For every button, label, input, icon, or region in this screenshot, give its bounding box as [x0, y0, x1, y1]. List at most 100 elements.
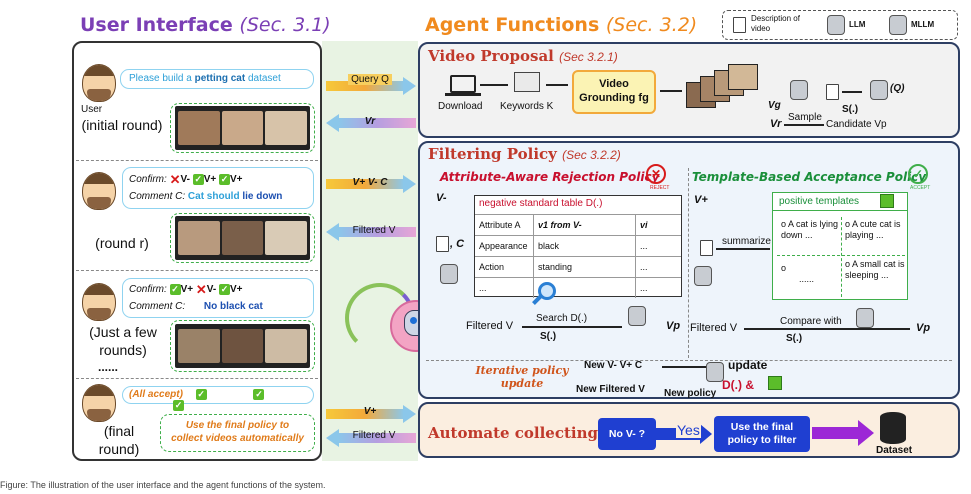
table-header: vi — [635, 215, 681, 235]
vg-label: Vg — [768, 100, 781, 111]
update-label: update — [728, 358, 768, 372]
video-proposal-title: Video Proposal (Sec 3.2.1) — [428, 47, 618, 65]
vr-output-label: Vr — [770, 118, 782, 130]
round-divider — [76, 160, 318, 161]
arrow-line — [842, 91, 862, 93]
new-policy-label: New policy — [664, 388, 717, 399]
round-r-video-strip — [175, 216, 310, 260]
table-cell: ... — [635, 257, 681, 277]
update-divider — [426, 360, 952, 361]
policy-divider — [688, 168, 689, 358]
video-thumb — [178, 221, 220, 255]
templates-icon — [768, 376, 782, 390]
round-r-comment-row: Comment C: Cat should lie down — [129, 188, 307, 205]
figure-caption: Figure: The illustration of the user int… — [0, 480, 326, 490]
middle-strip — [322, 41, 418, 461]
arrow-line — [784, 124, 824, 126]
reject-badge-label: REJECT — [650, 185, 670, 191]
use-final-line1: Use the final — [730, 421, 794, 433]
table-header-row: Attribute A v1 from V- vi — [475, 214, 681, 235]
llm-robot-icon — [440, 264, 458, 284]
table-title: negative standard table D(.) — [479, 198, 603, 209]
comment-label: Comment C: — [129, 191, 186, 203]
template-item: o A cat is lying down ... — [781, 219, 839, 240]
legend-llm-label: LLM — [849, 20, 866, 29]
arrow-line — [546, 84, 568, 86]
final-accept-bubble: (All accept) ✓ ✓ ✓ — [122, 386, 314, 412]
confirm-item: V- — [206, 284, 217, 296]
accept-icon: ✓ — [173, 400, 184, 412]
c-label: , C — [450, 238, 465, 250]
user-avatar — [82, 283, 116, 321]
video-grounding-box: Video Grounding fg — [572, 70, 656, 114]
keywords-icon — [514, 72, 540, 92]
arrow-line — [522, 326, 622, 328]
round-r-label: (round r) — [95, 235, 149, 251]
vminus-label: V- — [436, 192, 447, 204]
video-thumb — [221, 221, 264, 255]
laptop-base — [445, 93, 481, 96]
video-thumb — [221, 329, 264, 363]
reject-badge-icon: ✕ — [646, 164, 666, 184]
accept-icon: ✓ — [195, 389, 207, 400]
acceptance-policy-title: Template-Based Acceptance Policy — [692, 170, 927, 184]
document-icon — [733, 17, 746, 33]
llm-robot-icon — [827, 15, 845, 35]
mllm-robot-icon — [790, 80, 808, 100]
accept-badge-icon: ✓ — [908, 164, 928, 184]
no-v-box: No V- ? — [598, 418, 656, 450]
confirm-item: V- — [180, 174, 190, 186]
round-divider — [76, 270, 318, 271]
vr-label: Vr — [364, 116, 376, 127]
database-icon — [880, 412, 906, 444]
new-filtered-label: New Filtered V — [576, 384, 645, 395]
download-label: Download — [438, 101, 483, 112]
user-avatar — [82, 384, 116, 422]
comment-label: Comment C: — [129, 301, 186, 313]
arrow-line — [660, 90, 682, 92]
table-row: Appearance black ... — [475, 235, 681, 256]
table-cell: standing — [533, 257, 635, 277]
candidate-label: Candidate Vp — [826, 119, 887, 130]
round-initial-label: (initial round) — [81, 117, 163, 133]
query-arrow — [326, 77, 416, 95]
reject-icon: ✕ — [169, 172, 181, 187]
table-cell: black — [533, 236, 635, 256]
table-cell: ... — [479, 283, 487, 293]
table-row: ... ... ... — [475, 277, 681, 298]
table-header: Attribute A — [479, 220, 521, 230]
accept-icon: ✓ — [192, 174, 204, 185]
accept-icon: ✓ — [253, 389, 265, 400]
user-avatar — [82, 172, 116, 210]
legend-doc-label: Description of video — [751, 14, 800, 33]
mllm-robot-icon — [889, 15, 907, 35]
user-avatar — [82, 64, 116, 102]
few-rounds-comment-row: Comment C: No black cat — [129, 298, 307, 315]
description-doc-icon — [826, 84, 839, 100]
magnifier-icon — [538, 282, 556, 300]
user-label: User — [81, 104, 103, 115]
video-thumb — [265, 111, 308, 145]
arrow-line — [744, 328, 910, 330]
laptop-icon — [450, 75, 476, 93]
filtered-v-reject-label: Filtered V — [466, 320, 514, 332]
initial-video-strip — [175, 106, 310, 150]
agent-functions-title: Agent Functions (Sec. 3.2) — [425, 14, 698, 36]
s-reject-label: S(.) — [540, 331, 557, 342]
final-round-label: (final round) — [98, 423, 140, 457]
comment-text: No black cat — [203, 301, 263, 313]
video-thumb — [265, 329, 308, 363]
description-doc-icon — [700, 240, 713, 256]
confirm-item: V+ — [203, 174, 217, 186]
feedback-label: V+ V- C — [352, 177, 388, 188]
s-accept-label: S(.) — [786, 333, 803, 344]
search-label: Search D(.) — [536, 313, 588, 324]
grounding-line2: Grounding fg — [579, 92, 649, 104]
description-doc-icon — [436, 236, 449, 252]
rejection-policy-title: Attribute-Aware Rejection Policy — [440, 170, 660, 184]
round-r-confirm-row: Confirm: ✕V- ✓V+ ✓V+ — [129, 171, 307, 188]
accept-badge-label: ACCEPT — [910, 185, 931, 191]
vplus-label: V+ — [363, 406, 377, 417]
confirm-label: Confirm: — [129, 174, 167, 186]
accept-icon: ✓ — [219, 284, 231, 295]
